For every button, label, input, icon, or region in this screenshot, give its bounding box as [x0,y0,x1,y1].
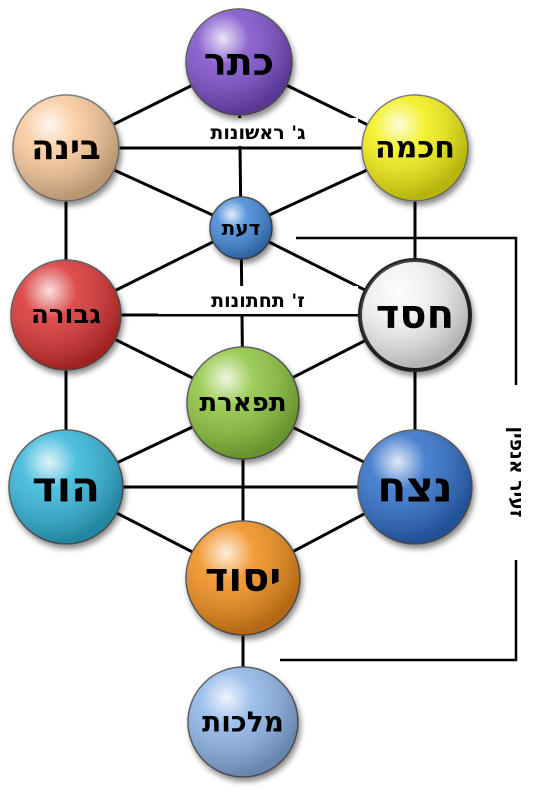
node-yesod-label: יסוד [205,555,281,601]
node-yesod-shine [186,521,300,635]
node-keter-shine [186,9,292,115]
node-malchut: מלכות [187,666,299,778]
node-tiferet-label: תפארת [199,388,286,418]
node-tiferet-shine [187,347,299,459]
node-chochma-shine [362,95,468,201]
caption-bg-first-three [158,118,358,146]
node-malchut-shine [188,667,298,777]
node-hod: הוד [8,429,124,545]
node-chochma: חכמה [361,94,469,202]
node-malchut-label: מלכות [202,706,284,739]
node-netzach: נצח [357,429,473,545]
node-gevura-label: גבורה [31,300,101,330]
node-keter: כתר [185,8,293,116]
node-gevura: גבורה [10,259,122,371]
node-hod-shine [9,430,123,544]
zeir-anpin-bracket: זעיר אנפין [280,236,528,662]
node-chesed: חסד [358,258,472,372]
caption-first-three: ג' ראשונות [210,122,305,144]
node-daat: דעת [209,196,273,260]
node-yesod: יסוד [185,520,301,636]
node-netzach-shine [358,430,472,544]
node-chesed-shine [360,260,470,370]
bracket-upper [296,236,518,385]
bracket-lower [280,560,518,662]
node-hod-label: הוד [32,463,100,512]
node-chesed-label: חסד [376,292,454,338]
node-daat-shine [210,197,272,259]
caption-lower-seven: ז' תחתונות [211,290,305,312]
caption-bg-lower-seven [158,286,358,314]
node-tiferet: תפארת [186,346,300,460]
node-bina-shine [13,95,119,201]
node-gevura-shine [11,260,121,370]
node-chochma-label: חכמה [375,131,455,166]
node-bina-label: בינה [31,128,101,168]
node-bina: בינה [12,94,120,202]
node-daat-label: דעת [222,216,261,240]
caption-zeir-anpin: זעיר אנפין [506,427,528,518]
node-netzach-label: נצח [377,463,452,512]
node-keter-label: כתר [204,40,274,84]
